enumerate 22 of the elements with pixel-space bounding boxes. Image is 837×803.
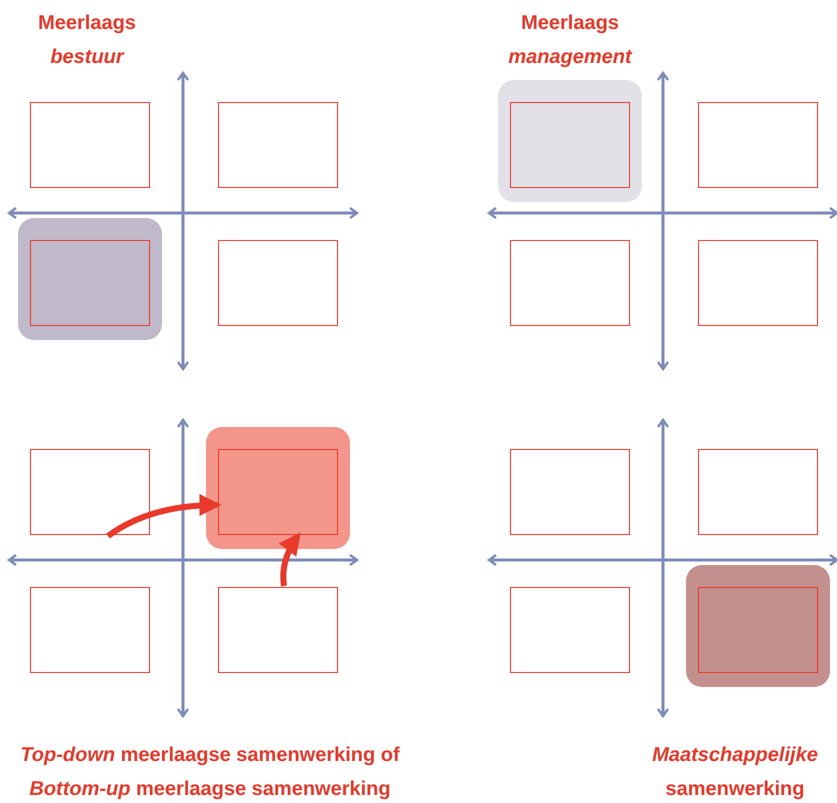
empty-box	[510, 102, 630, 188]
empty-box	[30, 449, 150, 535]
empty-box	[218, 102, 338, 188]
empty-box	[218, 240, 338, 326]
curved-arrow	[106, 494, 222, 538]
empty-box	[510, 587, 630, 673]
panel-caption: Maatschappelijke samenwerking	[651, 743, 819, 802]
empty-box	[30, 240, 150, 326]
empty-box	[698, 587, 818, 673]
panel-caption: Top-down meerlaagse samenwerking of Bottom-up meerlaagse samenwerking	[19, 743, 401, 802]
empty-box	[698, 102, 818, 188]
empty-box	[30, 102, 150, 188]
empty-box	[510, 449, 630, 535]
curved-arrow	[278, 532, 301, 586]
empty-box	[218, 449, 338, 535]
empty-box	[30, 587, 150, 673]
empty-box	[698, 449, 818, 535]
empty-box	[698, 240, 818, 326]
empty-box	[218, 587, 338, 673]
panel-caption: Meerlaags management	[507, 11, 634, 70]
empty-box	[510, 240, 630, 326]
panel-caption: Meerlaags bestuur	[37, 11, 137, 70]
